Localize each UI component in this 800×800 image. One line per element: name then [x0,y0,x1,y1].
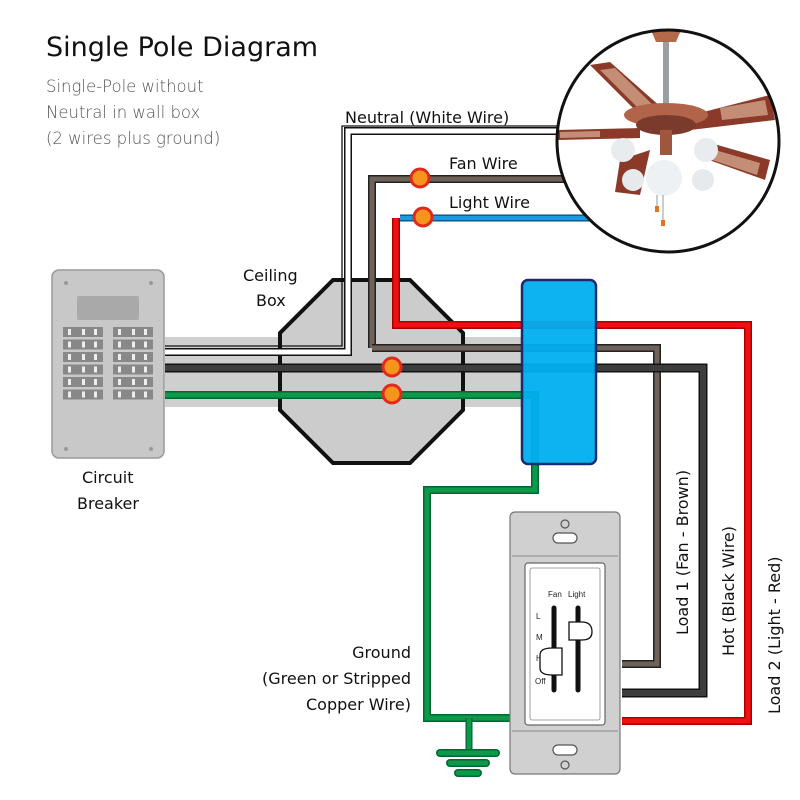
breaker-toggle [68,391,71,398]
breaker-toggle [94,391,97,398]
label-ground-1: Ground [352,643,411,662]
label-load1: Load 1 (Fan - Brown) [673,470,692,635]
ground-symbol-icon [436,749,500,777]
label-ceiling-box-2: Box [256,291,286,310]
breaker-toggle [82,391,85,398]
breaker-toggle [82,379,85,385]
page-title: Single Pole Diagram [46,32,318,63]
speed-label-off: Off [535,677,546,686]
label-breaker-2: Breaker [77,494,139,513]
breaker-toggle [94,329,97,335]
breaker-toggle [82,341,85,348]
speed-label-low: L [536,612,541,621]
breaker-toggle [132,391,135,398]
wire-connector-ground [381,383,403,405]
breaker-toggle [144,354,147,360]
breaker-toggle [132,341,135,348]
breaker-toggle [132,354,135,360]
label-ground-2: (Green or Stripped [262,669,411,688]
breaker-toggle [132,329,135,335]
breaker-toggle [118,341,121,348]
label-light-wire: Light Wire [449,193,530,212]
breaker-toggle [118,329,121,335]
ceiling-fan-image [555,28,781,254]
label-fan-wire: Fan Wire [449,154,518,173]
breaker-toggle [94,379,97,385]
wire-connector-fan [409,167,431,189]
subtitle-line-1: Single-Pole without [46,77,204,96]
breaker-toggle [144,391,147,398]
fan-wire [368,175,661,668]
subtitle-line-2: Neutral in wall box [46,103,200,122]
fan-slider-knob[interactable] [539,647,563,676]
breaker-toggle [68,354,71,360]
switch-light-label: Light [568,590,586,599]
speed-label-medium: M [536,633,543,642]
wall-box [520,278,598,466]
label-ground-3: Copper Wire) [306,695,411,714]
ground-wire [165,391,539,749]
breaker-toggle [118,354,121,360]
breaker-toggle [132,379,135,385]
wire-connector-hot [381,356,403,378]
breaker-toggle [118,379,121,385]
label-ceiling-box-1: Ceiling [243,266,298,285]
breaker-toggle [82,329,85,335]
breaker-toggle [118,391,121,398]
breaker-toggle [68,379,71,385]
breaker-toggle [82,366,85,373]
circuit-breaker-panel [51,269,165,459]
label-hot: Hot (Black Wire) [719,526,738,656]
subtitle-line-3: (2 wires plus ground) [46,129,220,148]
breaker-toggle [68,341,71,348]
wire-connector-light [412,206,434,228]
breaker-toggle [94,354,97,360]
label-breaker-1: Circuit [82,468,134,487]
breaker-toggle [144,329,147,335]
hot-wire [165,363,708,698]
label-neutral: Neutral (White Wire) [345,108,509,127]
breaker-toggle [68,329,71,335]
breaker-toggle [144,366,147,373]
breaker-toggle [68,366,71,373]
light-wire-red [392,218,752,725]
light-slider-knob[interactable] [568,621,593,641]
breaker-toggle [118,366,121,373]
breaker-toggle [132,366,135,373]
breaker-toggle [144,341,147,348]
label-load2: Load 2 (Light - Red) [765,557,784,715]
speed-label-high: H [536,654,542,663]
switch-fan-label: Fan [548,590,562,599]
breaker-toggle [82,354,85,360]
breaker-toggle [144,379,147,385]
neutral-wire [165,125,600,356]
breaker-toggle [94,341,97,348]
fan-light-switch: Fan Light L M H Off [509,511,621,775]
breaker-toggle [94,366,97,373]
